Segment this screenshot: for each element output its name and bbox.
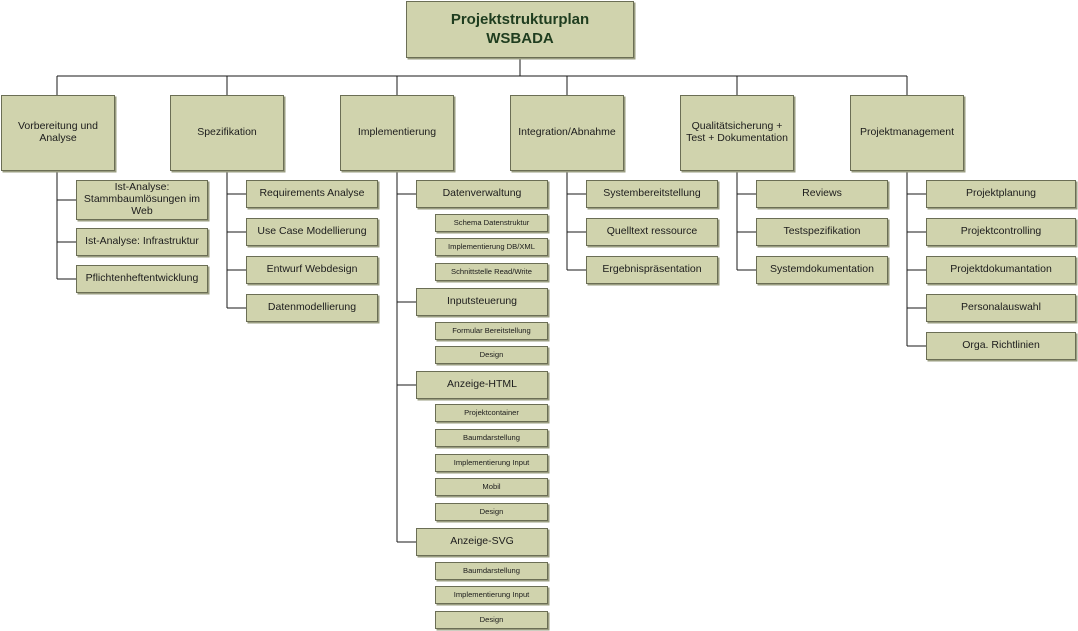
- phase-spezifikation: Spezifikation: [170, 95, 284, 171]
- task-node: Systemdokumentation: [756, 256, 888, 284]
- task-node: Orga. Richtlinien: [926, 332, 1076, 360]
- subtask-node: Implementierung Input: [435, 586, 548, 604]
- phase-projektmanagement: Projektmanagement: [850, 95, 964, 171]
- task-node: Ist-Analyse: Infrastruktur: [76, 228, 208, 256]
- subtask-node: Implementierung DB/XML: [435, 238, 548, 256]
- subtask-node: Design: [435, 346, 548, 364]
- subtask-node: Schema Datenstruktur: [435, 214, 548, 232]
- root-title-line1: Projektstrukturplan: [450, 10, 590, 28]
- task-node: Ist-Analyse: Stammbaumlösungen im Web: [76, 180, 208, 220]
- task-node: Datenmodellierung: [246, 294, 378, 322]
- task-node: Requirements Analyse: [246, 180, 378, 208]
- subtask-node: Design: [435, 611, 548, 629]
- task-node: Entwurf Webdesign: [246, 256, 378, 284]
- root-node: Projektstrukturplan WSBADA: [406, 1, 634, 58]
- task-node: Reviews: [756, 180, 888, 208]
- subtask-node: Implementierung Input: [435, 454, 548, 472]
- subtask-node: Design: [435, 503, 548, 521]
- subtask-node: Baumdarstellung: [435, 429, 548, 447]
- phase-implementierung: Implementierung: [340, 95, 454, 171]
- phase-integration: Integration/Abnahme: [510, 95, 624, 171]
- task-node: Projektplanung: [926, 180, 1076, 208]
- subtask-node: Formular Bereitstellung: [435, 322, 548, 340]
- subtask-node: Schnittstelle Read/Write: [435, 263, 548, 281]
- task-node: Projektdokumantation: [926, 256, 1076, 284]
- root-title-line2: WSBADA: [486, 29, 554, 47]
- task-node: Testspezifikation: [756, 218, 888, 246]
- task-node: Projektcontrolling: [926, 218, 1076, 246]
- task-node: Pflichtenheftentwicklung: [76, 265, 208, 293]
- group-node: Anzeige-SVG: [416, 528, 548, 556]
- group-node: Anzeige-HTML: [416, 371, 548, 399]
- phase-vorbereitung: Vorbereitung und Analyse: [1, 95, 115, 171]
- task-node: Personalauswahl: [926, 294, 1076, 322]
- task-node: Use Case Modellierung: [246, 218, 378, 246]
- group-node: Inputsteuerung: [416, 288, 548, 316]
- subtask-node: Mobil: [435, 478, 548, 496]
- subtask-node: Baumdarstellung: [435, 562, 548, 580]
- subtask-node: Projektcontainer: [435, 404, 548, 422]
- task-node: Ergebnispräsentation: [586, 256, 718, 284]
- group-node: Datenverwaltung: [416, 180, 548, 208]
- task-node: Quelltext ressource: [586, 218, 718, 246]
- task-node: Systembereitstellung: [586, 180, 718, 208]
- phase-qualitaet: Qualitätsicherung + Test + Dokumentation: [680, 95, 794, 171]
